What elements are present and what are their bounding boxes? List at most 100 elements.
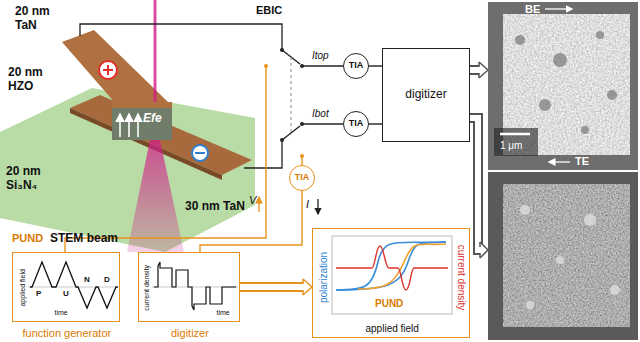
node-text: PUND — [375, 298, 403, 309]
electron-symbol — [195, 152, 205, 154]
node-label: TIA — [295, 173, 310, 183]
direction-arrow — [545, 8, 572, 9]
node-text: digitizer — [171, 327, 209, 339]
node-label: TIA — [349, 119, 364, 129]
connector-part — [369, 123, 382, 124]
micrograph-spot — [607, 90, 617, 100]
signal-wire — [302, 123, 343, 124]
hollow-arrow — [479, 242, 481, 247]
polarization-loop — [336, 242, 446, 290]
connector-part — [479, 62, 488, 78]
callout-label: 20 nm TaN — [15, 5, 63, 33]
callout-label: PUND — [12, 232, 43, 245]
ebic-wire — [244, 140, 282, 168]
voltage-arrow — [258, 197, 259, 212]
electron-symbol — [192, 145, 208, 161]
pund-waveform — [30, 262, 118, 308]
callout-label: P — [36, 289, 41, 298]
node-text: current density — [456, 244, 467, 310]
current-arrow — [317, 199, 318, 214]
waveform-panel: current densitytimedigitizer — [138, 252, 240, 322]
connector-part — [240, 284, 303, 290]
connector-part — [302, 279, 304, 284]
field-arrow — [119, 114, 121, 137]
node-text: time — [217, 309, 230, 317]
plot-frame — [332, 236, 452, 314]
scale-patch — [494, 128, 538, 156]
connector-part — [240, 282, 303, 292]
membrane — [0, 88, 255, 252]
electron-beam — [154, 0, 157, 102]
signal-connector — [369, 124, 382, 125]
ferroelectric-layer — [112, 106, 172, 140]
micrograph-spot — [596, 31, 604, 39]
voltage-wire — [65, 66, 266, 252]
callout-label: N — [84, 275, 90, 284]
connector-part — [479, 62, 488, 78]
signal-wire — [301, 156, 302, 165]
amplifier-circle: TIA — [343, 111, 369, 137]
axis-line — [28, 287, 118, 288]
callout-label: D — [104, 275, 110, 284]
switch-contact — [280, 138, 284, 142]
hollow-arrow — [240, 279, 312, 295]
amplifier-circle: TIA — [289, 165, 315, 191]
callout-label: 30 nm TaN — [185, 200, 245, 214]
hollow-arrow — [480, 242, 488, 258]
micrograph-spot — [515, 35, 525, 45]
callout-label: Efe — [143, 112, 162, 126]
waveform-panel: applied fieldtimefunction generator — [12, 252, 120, 322]
micrograph-panel: BETE1 μm — [488, 2, 638, 170]
node-label: TIA — [349, 61, 364, 71]
callout-label: Itop — [312, 50, 329, 62]
switch-link — [291, 57, 292, 133]
scale-bar — [500, 133, 530, 136]
node-text: applied field — [366, 323, 419, 334]
hollow-arrow — [470, 62, 488, 78]
micrograph-spot — [539, 99, 551, 111]
connector-part — [470, 65, 479, 75]
micrographs — [488, 2, 638, 340]
node-text: time — [55, 309, 68, 317]
connector-part — [303, 279, 312, 295]
amplifier-circle: TIA — [343, 53, 369, 79]
switch-contact — [280, 48, 284, 52]
beam-cone — [127, 140, 184, 252]
current-curve — [336, 246, 448, 290]
connector-part — [302, 290, 304, 295]
hollow-arrow — [480, 242, 488, 258]
micrograph-spot — [556, 256, 564, 264]
field-arrow — [128, 114, 130, 137]
node-label: polarization — [318, 251, 329, 302]
connector-part — [470, 67, 479, 73]
micrograph-spot — [520, 205, 530, 215]
hole-symbol — [107, 65, 109, 75]
device-illustration — [0, 0, 255, 252]
connector-part — [369, 65, 382, 66]
callout-label: 20 nm HZO — [8, 66, 56, 94]
micrograph-frame — [488, 172, 638, 340]
callout-label: I — [306, 198, 309, 211]
micrograph-frame — [488, 2, 638, 170]
callout-label: STEM beam — [50, 232, 118, 246]
callout-label: U — [63, 289, 69, 298]
hollow-arrow — [470, 118, 488, 258]
callout-label: V — [249, 194, 256, 207]
signal-wire — [302, 65, 343, 66]
micrograph-spot — [610, 285, 620, 295]
field-arrow — [137, 114, 139, 137]
hole-symbol — [99, 61, 117, 79]
node-label: BE — [525, 3, 540, 15]
micrograph-spot — [526, 301, 534, 309]
digitizer-box: digitizer — [382, 48, 470, 142]
connector-part — [303, 279, 312, 295]
hollow-arrow — [470, 118, 481, 250]
callout-label: 20 nm Si₃N₄ — [6, 165, 54, 193]
direction-arrow — [549, 161, 570, 162]
node-text: 1 μm — [500, 140, 522, 151]
ebic-wire — [80, 24, 282, 50]
connector-part — [478, 73, 480, 78]
callout-label: EBIC — [256, 4, 282, 17]
wiring — [65, 24, 343, 252]
callout-label: Ibot — [312, 108, 329, 120]
